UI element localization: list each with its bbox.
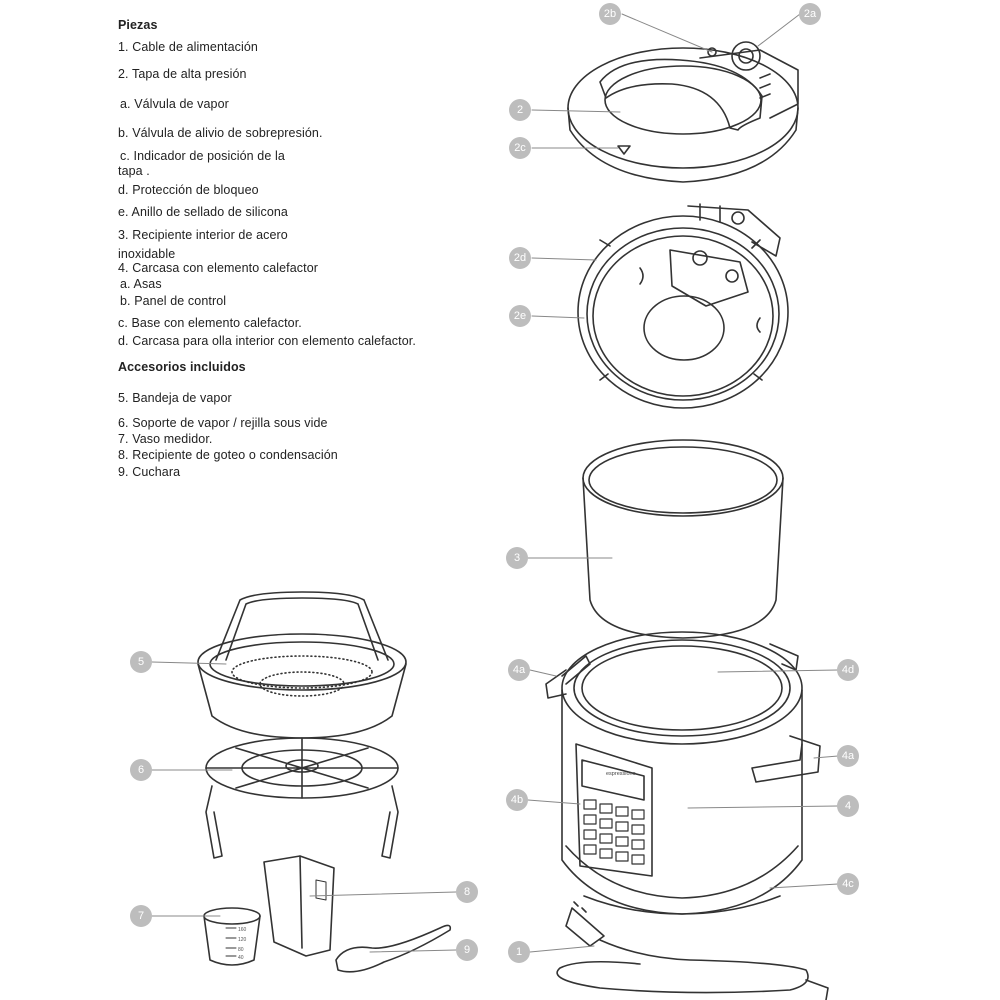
svg-text:2e: 2e [514,310,526,322]
part-item: tapa . [118,164,150,178]
cup-mark: 120 [238,937,247,943]
cup-mark: 160 [238,927,247,933]
part-item: 2. Tapa de alta presión [118,67,247,81]
steam-tray [197,591,407,739]
svg-text:9: 9 [464,944,470,956]
callout-4: 4 [837,795,859,817]
callout-2: 2 [509,99,531,121]
svg-text:2: 2 [517,104,523,116]
svg-text:4a: 4a [842,750,855,762]
svg-text:1: 1 [516,946,522,958]
spoon [335,924,452,973]
part-item: 3. Recipiente interior de acero [118,228,288,242]
callout-8: 8 [456,881,478,903]
part-item: d. Protección de bloqueo [118,183,259,197]
part-item: 1. Cable de alimentación [118,40,258,54]
callout-2a: 2a [799,3,821,25]
accessory-item: 5. Bandeja de vapor [118,391,232,405]
callout-3: 3 [506,547,528,569]
svg-text:8: 8 [464,886,470,898]
steam-rack [205,737,399,859]
brand-label: espressione [606,771,636,777]
svg-text:4a: 4a [513,664,526,676]
svg-text:4b: 4b [511,794,523,806]
callout-5: 5 [130,651,152,673]
part-item: b. Panel de control [120,294,227,308]
callout-4d: 4d [837,659,859,681]
accessory-item: 6. Soporte de vapor / rejilla sous vide [118,416,328,430]
part-item: e. Anillo de sellado de silicona [118,205,288,219]
callout-6: 6 [130,759,152,781]
svg-text:5: 5 [138,656,144,668]
callout-4c: 4c [837,873,859,895]
part-item: a. Asas [120,277,162,291]
accessory-item: 8. Recipiente de goteo o condensación [118,448,338,462]
callout-2e: 2e [509,305,531,327]
accessories-heading: Accesorios incluidos [118,360,246,374]
callout-2b: 2b [599,3,621,25]
callout-4b: 4b [506,789,528,811]
callout-7: 7 [130,905,152,927]
svg-text:4: 4 [845,800,851,812]
part-item: b. Válvula de alivio de sobrepresión. [118,126,323,140]
control-buttons [583,799,645,865]
parts-heading: Piezas [118,18,158,32]
part-item: d. Carcasa para olla interior con elemen… [118,334,416,348]
svg-text:2c: 2c [514,142,526,154]
part-item: c. Base con elemento calefactor. [118,316,302,330]
svg-text:2a: 2a [804,8,817,20]
cooker-housing [545,631,821,915]
callout-2c: 2c [509,137,531,159]
svg-text:2d: 2d [514,252,526,264]
cup-mark: 40 [238,955,244,961]
part-item: a. Válvula de vapor [120,97,229,111]
accessory-item: 7. Vaso medidor. [118,432,213,446]
svg-text:4c: 4c [842,878,854,890]
svg-text:2b: 2b [604,8,616,20]
parts-legend: Piezas 1. Cable de alimentación 2. Tapa … [0,0,470,500]
svg-text:4d: 4d [842,664,854,676]
part-item: c. Indicador de posición de la [120,149,285,163]
accessory-item: 9. Cuchara [118,465,181,479]
cup-mark: 80 [238,947,244,953]
callout-4a-left: 4a [508,659,530,681]
drip-container [263,855,335,957]
svg-text:3: 3 [514,552,520,564]
power-cable [556,901,829,1000]
callout-1: 1 [508,941,530,963]
callout-9: 9 [456,939,478,961]
svg-text:7: 7 [138,910,144,922]
inner-pot [582,439,784,639]
pressure-lid [567,41,799,183]
callout-2d: 2d [509,247,531,269]
leader-lines [151,13,839,953]
svg-text:6: 6 [138,764,144,776]
callout-4a-right: 4a [837,745,859,767]
part-item: inoxidable [118,247,176,261]
part-item: 4. Carcasa con elemento calefactor [118,261,319,275]
lid-underside [577,203,789,409]
measuring-cup [203,907,261,966]
